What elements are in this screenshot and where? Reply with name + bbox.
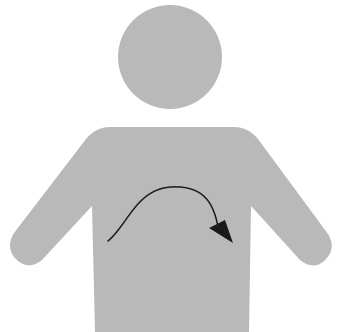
torso-and-arms-shape xyxy=(10,127,332,332)
head-shape xyxy=(118,5,222,109)
